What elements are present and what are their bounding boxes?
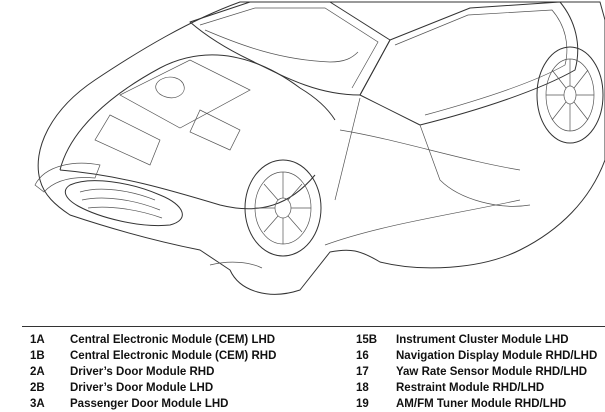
legend-label: Central Electronic Module (CEM) RHD	[70, 350, 277, 362]
legend-row: 16 Navigation Display Module RHD/LHD	[356, 348, 597, 364]
legend-row: 17 Yaw Rate Sensor Module RHD/LHD	[356, 364, 597, 380]
legend-row: 2A Driver’s Door Module RHD	[30, 364, 276, 380]
legend-code: 2A	[30, 366, 45, 378]
car-module-diagram	[34, 1, 605, 295]
legend-row: 3A Passenger Door Module LHD	[30, 396, 276, 412]
legend-code: 18	[356, 382, 369, 394]
legend-label: Driver’s Door Module RHD	[70, 366, 215, 378]
legend-divider	[22, 326, 605, 327]
legend-label: AM/FM Tuner Module RHD/LHD	[396, 398, 567, 410]
legend-row: 1B Central Electronic Module (CEM) RHD	[30, 348, 276, 364]
legend-column-left: 1A Central Electronic Module (CEM) LHD 1B…	[30, 332, 276, 412]
legend-column-right: 15B Instrument Cluster Module LHD 16 Navig…	[356, 332, 597, 412]
legend-label: Navigation Display Module RHD/LHD	[396, 350, 598, 362]
legend-row: 15B Instrument Cluster Module LHD	[356, 332, 597, 348]
legend-label: Driver’s Door Module LHD	[70, 382, 214, 394]
legend-code: 19	[356, 398, 369, 410]
legend-row: 1A Central Electronic Module (CEM) LHD	[30, 332, 276, 348]
car-outline	[34, 1, 605, 295]
legend-label: Passenger Door Module LHD	[70, 398, 229, 410]
legend-code: 2B	[30, 382, 45, 394]
legend-label: Restraint Module RHD/LHD	[396, 382, 545, 394]
legend-code: 3A	[30, 398, 45, 410]
legend-row: 18 Restraint Module RHD/LHD	[356, 380, 597, 396]
legend-code: 15B	[356, 334, 378, 346]
legend-row: 19 AM/FM Tuner Module RHD/LHD	[356, 396, 597, 412]
legend-code: 1A	[30, 334, 45, 346]
legend-code: 1B	[30, 350, 45, 362]
legend-label: Yaw Rate Sensor Module RHD/LHD	[396, 366, 588, 378]
legend-row: 2B Driver’s Door Module LHD	[30, 380, 276, 396]
legend-code: 16	[356, 350, 369, 362]
legend-label: Central Electronic Module (CEM) LHD	[70, 334, 276, 346]
legend-code: 17	[356, 366, 369, 378]
module-legend: 1A Central Electronic Module (CEM) LHD 1B…	[0, 318, 605, 410]
legend-label: Instrument Cluster Module LHD	[396, 334, 569, 346]
